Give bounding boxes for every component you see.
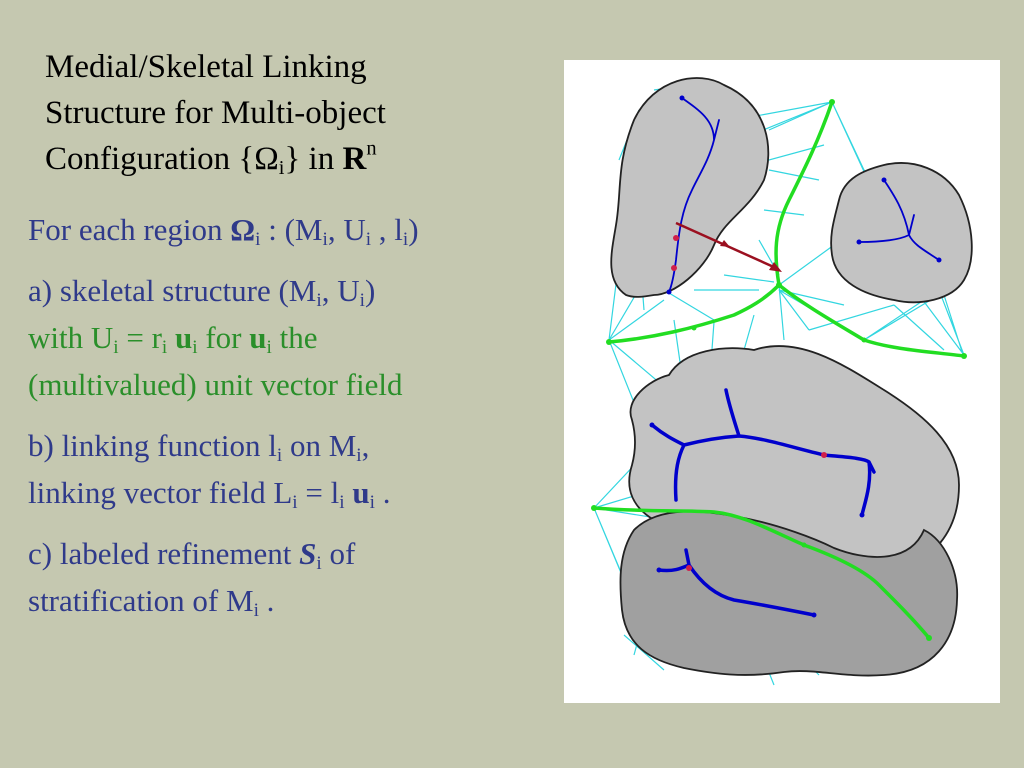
item-a-line-2: with Ui = ri ui for ui the bbox=[28, 314, 548, 361]
subscript-i: i bbox=[276, 444, 283, 466]
item-text: c) labeled refinement bbox=[28, 536, 300, 571]
intro-line: For each region Ωi : (Mi, Ui , li) bbox=[28, 206, 548, 253]
subscript-i: i bbox=[402, 228, 409, 250]
title-line-3: Configuration {Ωi} in Rn bbox=[45, 136, 525, 182]
item-text: stratification of M bbox=[28, 583, 254, 618]
item-text: = r bbox=[118, 320, 162, 355]
item-b-line-2: linking vector field Li = li ui . bbox=[28, 469, 548, 516]
item-text: = l bbox=[297, 475, 340, 510]
intro-text: : (M bbox=[260, 212, 323, 247]
intro-text: ) bbox=[408, 212, 419, 247]
item-text: . bbox=[258, 583, 275, 618]
slide-body: For each region Ωi : (Mi, Ui , li) a) sk… bbox=[28, 206, 548, 624]
item-c-line-2: stratification of Mi . bbox=[28, 577, 548, 624]
item-text: , U bbox=[321, 273, 360, 308]
title-text: Configuration { bbox=[45, 141, 255, 177]
u-vector-symbol: u bbox=[175, 320, 193, 355]
subscript-i: i bbox=[369, 491, 375, 513]
item-text: . bbox=[374, 475, 391, 510]
item-b-line-1: b) linking function li on Mi, bbox=[28, 422, 548, 469]
subscript-i: i bbox=[365, 228, 372, 250]
title-text: } in bbox=[284, 141, 343, 177]
subscript-i: i bbox=[253, 599, 259, 621]
linking-nodes bbox=[591, 99, 967, 641]
s-symbol: S bbox=[299, 536, 317, 571]
item-a: a) skeletal structure (Mi, Ui) with Ui =… bbox=[28, 267, 548, 408]
item-text: a) skeletal structure (M bbox=[28, 273, 317, 308]
subscript-i: i bbox=[113, 336, 119, 358]
region-bottom bbox=[619, 510, 959, 677]
omega-symbol: Ω bbox=[230, 212, 256, 247]
subscript-i: i bbox=[192, 336, 198, 358]
subscript-i: i bbox=[266, 336, 272, 358]
superscript-n: n bbox=[366, 137, 377, 160]
subscript-i: i bbox=[292, 491, 298, 513]
subscript-i: i bbox=[316, 552, 322, 574]
intro-text: , U bbox=[327, 212, 366, 247]
item-text: of bbox=[321, 536, 356, 571]
item-text: for bbox=[197, 320, 250, 355]
title-line-1: Medial/Skeletal Linking bbox=[45, 49, 367, 85]
item-c-line-1: c) labeled refinement Si of bbox=[28, 530, 548, 577]
subscript-i: i bbox=[356, 444, 362, 466]
subscript-i: i bbox=[322, 228, 328, 250]
item-text: ) bbox=[364, 273, 376, 308]
item-b: b) linking function li on Mi, linking ve… bbox=[28, 422, 548, 516]
u-vector-symbol: u bbox=[352, 475, 370, 510]
intro-text: , l bbox=[371, 212, 403, 247]
subscript-i: i bbox=[359, 289, 365, 311]
item-text: the bbox=[271, 320, 318, 355]
item-text: linking vector field L bbox=[28, 475, 293, 510]
subscript-i: i bbox=[255, 228, 261, 250]
figure-svg bbox=[591, 77, 973, 686]
omega-symbol: Ω bbox=[254, 141, 279, 177]
item-text: on M bbox=[282, 428, 357, 463]
r-symbol: R bbox=[342, 141, 367, 177]
medial-axes bbox=[650, 97, 940, 617]
item-c: c) labeled refinement Si of stratificati… bbox=[28, 530, 548, 624]
linking-vector-arrow bbox=[675, 221, 782, 272]
item-text: with U bbox=[28, 320, 114, 355]
region-top-left bbox=[610, 77, 770, 298]
subscript-i: i bbox=[161, 336, 168, 358]
medial-markers bbox=[671, 235, 827, 571]
slide-title: Medial/Skeletal Linking Structure for Mu… bbox=[45, 44, 525, 182]
item-a-line-3: (multivalued) unit vector field bbox=[28, 367, 403, 402]
region-top-right bbox=[830, 162, 973, 304]
subscript-i: i bbox=[278, 157, 285, 180]
subscript-i: i bbox=[339, 491, 345, 513]
item-a-line-1: a) skeletal structure (Mi, Ui) bbox=[28, 267, 548, 314]
u-vector-symbol: u bbox=[249, 320, 267, 355]
item-text: b) linking function l bbox=[28, 428, 277, 463]
intro-text: For each region bbox=[28, 212, 231, 247]
item-text: , bbox=[361, 428, 370, 463]
linking-structure-figure bbox=[564, 60, 1000, 703]
subscript-i: i bbox=[316, 289, 322, 311]
medial-nodes bbox=[649, 95, 942, 618]
title-line-2: Structure for Multi-object bbox=[45, 95, 386, 131]
